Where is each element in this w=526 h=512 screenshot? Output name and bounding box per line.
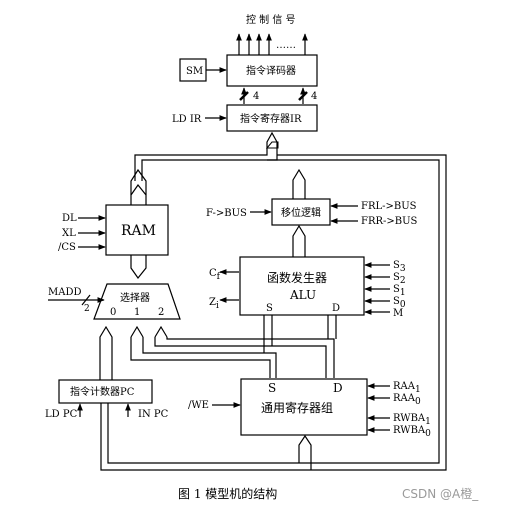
selector-input-0: 0	[110, 307, 116, 318]
zi-label: Zi	[209, 297, 219, 311]
alu-label: ALU	[289, 288, 316, 302]
m-label: M	[393, 308, 403, 319]
rwba1-label: RWBA1	[393, 413, 431, 427]
selector-label: 选择器	[120, 291, 150, 304]
s1-label: S1	[393, 284, 406, 298]
cf-label: Cf	[209, 268, 221, 282]
ld-pc-label: LD PC	[45, 409, 78, 420]
program-counter-label: 指令计数器PC	[70, 385, 135, 398]
figure-caption: 图 1 模型机的结构	[178, 486, 277, 501]
cs-label: /CS	[58, 242, 76, 253]
frl-bus-label: FRL->BUS	[361, 201, 417, 212]
shift-logic-label: 移位逻辑	[281, 206, 321, 219]
alu-control-inputs	[364, 262, 390, 315]
dl-label: DL	[62, 213, 77, 224]
sm-label: SM	[186, 66, 203, 77]
ram-label: RAM	[121, 223, 156, 239]
madd-label: MADD	[48, 287, 82, 298]
register-file-label: 通用寄存器组	[261, 400, 333, 415]
selector-input-1: 1	[134, 307, 140, 318]
madd-bits-label: 2	[84, 304, 90, 314]
selector-box	[93, 283, 181, 320]
ellipsis-label: ……	[276, 40, 296, 51]
shift-logic-box	[271, 198, 331, 226]
bits-left-label: 4	[253, 91, 259, 102]
s3-label: S3	[393, 260, 406, 274]
f-bus-label: F->BUS	[206, 208, 247, 219]
reg-s-label: S	[268, 381, 276, 395]
reg-d-label: D	[333, 381, 343, 395]
selector-input-buses	[99, 315, 337, 380]
rwba0-label: RWBA0	[393, 425, 431, 439]
in-pc-label: IN PC	[138, 409, 169, 420]
alu-s-label: S	[266, 303, 273, 314]
instruction-decoder-box	[226, 54, 318, 87]
instruction-decoder-label: 指令译码器	[246, 64, 296, 77]
raa0-label: RAA0	[393, 393, 421, 407]
register-address-inputs	[367, 383, 390, 433]
alu-d-label: D	[332, 303, 340, 314]
instruction-register-label: 指令寄存器IR	[240, 112, 302, 125]
s2-label: S2	[393, 272, 406, 286]
watermark: CSDN @A橙_	[402, 486, 479, 501]
ir-decoder-bus	[239, 87, 308, 104]
frr-bus-label: FRR->BUS	[361, 216, 418, 227]
raa1-label: RAA1	[393, 381, 421, 395]
ram-box	[105, 204, 169, 256]
control-signals-label: 控 制 信 号	[246, 13, 296, 26]
s0-label: S0	[393, 296, 406, 310]
xl-label: XL	[62, 228, 76, 239]
ld-ir-label: LD IR	[172, 114, 202, 125]
instruction-register-box	[226, 104, 318, 132]
register-file-box	[240, 378, 368, 436]
selector-input-2: 2	[158, 307, 164, 318]
internal-data-bus	[100, 131, 447, 471]
control-signal-arrows	[236, 33, 308, 55]
alu-box	[239, 256, 365, 316]
we-label: /WE	[188, 400, 209, 411]
function-generator-label: 函数发生器	[267, 270, 327, 285]
bits-right-label: 4	[311, 91, 317, 102]
program-counter-box	[58, 379, 153, 404]
